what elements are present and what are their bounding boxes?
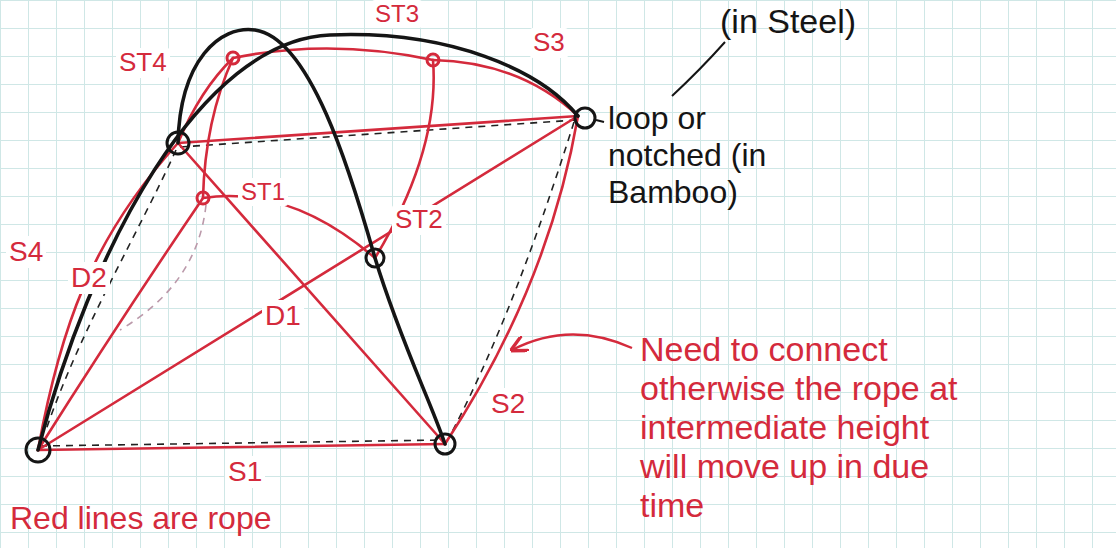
material-note: (in Steel) <box>720 2 856 41</box>
leader-line <box>596 120 604 122</box>
leader-line <box>672 42 725 96</box>
arches <box>38 30 578 450</box>
rope-s3 <box>433 60 578 116</box>
loop-joint <box>427 54 439 66</box>
design-note: Need to connect otherwise the rope at in… <box>640 330 980 525</box>
member-label: D1 <box>262 300 304 332</box>
rope-st1 <box>203 196 375 258</box>
loop-joint <box>366 249 384 267</box>
dashed-side <box>46 150 176 430</box>
legend-note: Red lines are rope <box>10 500 271 537</box>
member-label: S3 <box>530 28 568 58</box>
rope-d2 <box>38 116 578 450</box>
member-label: S4 <box>6 236 46 268</box>
loop-joint <box>26 438 50 462</box>
loop-joint <box>435 434 455 454</box>
member-label: ST4 <box>116 48 170 78</box>
joints <box>26 52 595 462</box>
rope-d1 <box>178 143 445 444</box>
member-label: D2 <box>68 262 110 294</box>
loop-joint <box>575 108 595 128</box>
material-note: loop or notched (in Bamboo) <box>608 100 818 210</box>
leader-arrow <box>512 334 632 350</box>
member-label: ST2 <box>392 205 446 235</box>
loop-joint <box>227 52 239 64</box>
member-label: ST3 <box>372 0 422 28</box>
rope-back <box>178 116 578 143</box>
member-label: ST1 <box>238 178 288 206</box>
rope-lines <box>38 48 578 450</box>
rope-s4 <box>38 143 178 450</box>
arch <box>38 35 578 450</box>
loop-joint <box>197 192 209 204</box>
rope-s2 <box>445 116 578 444</box>
member-label: S2 <box>488 388 528 420</box>
rope-left-lower <box>38 198 203 450</box>
dashed-back <box>180 120 576 147</box>
loop-joint <box>167 132 189 154</box>
rope-s1 <box>38 444 445 450</box>
dashed-side <box>452 122 574 432</box>
member-label: S1 <box>225 456 265 488</box>
dashed-faint <box>120 205 206 330</box>
